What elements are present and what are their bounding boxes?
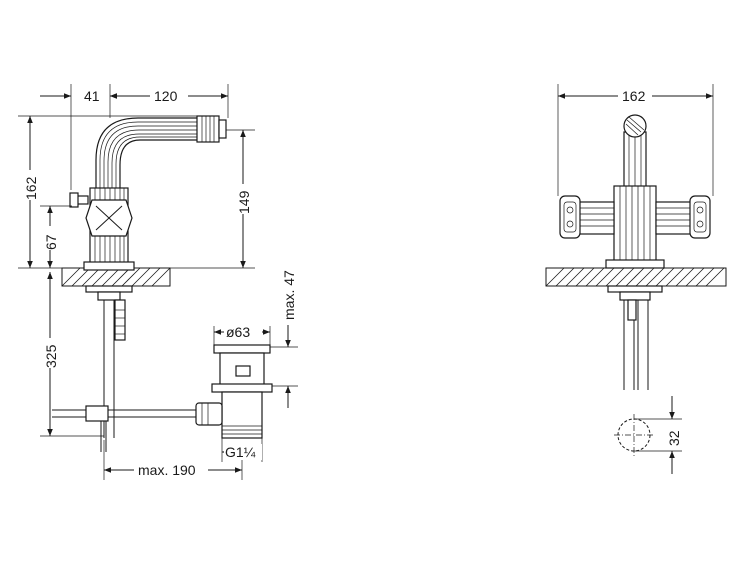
dim-325: 325 [43,344,59,368]
dim-g114: G1¼ [225,444,256,460]
dim-max190: max. 190 [138,462,196,478]
pop-up-waste [195,344,273,439]
spout-front [623,114,647,193]
dim-149: 149 [236,190,252,214]
dim-32: 32 [666,430,682,446]
countertop-front [545,267,727,287]
front-dimensions: 162 [557,84,714,196]
countertop-side [61,267,171,287]
front-view: 32 162 [545,84,727,474]
under-counter-side [52,285,200,452]
side-dimensions: 41 120 162 67 149 [18,84,298,480]
dim-162-front: 162 [622,88,646,104]
dim-d63: ø63 [226,324,250,340]
faucet-body-side [69,187,135,271]
dim-67: 67 [43,234,59,250]
faucet-body-front [605,185,665,269]
under-counter-front [607,285,663,390]
tap-hole: 32 [614,396,682,474]
dim-162-side: 162 [23,176,39,200]
dim-max47: max. 47 [281,270,297,320]
spout [95,115,227,191]
handles-front [559,195,711,239]
dim-120: 120 [154,88,178,104]
side-view: 41 120 162 67 149 [18,84,298,480]
dim-41: 41 [84,88,100,104]
